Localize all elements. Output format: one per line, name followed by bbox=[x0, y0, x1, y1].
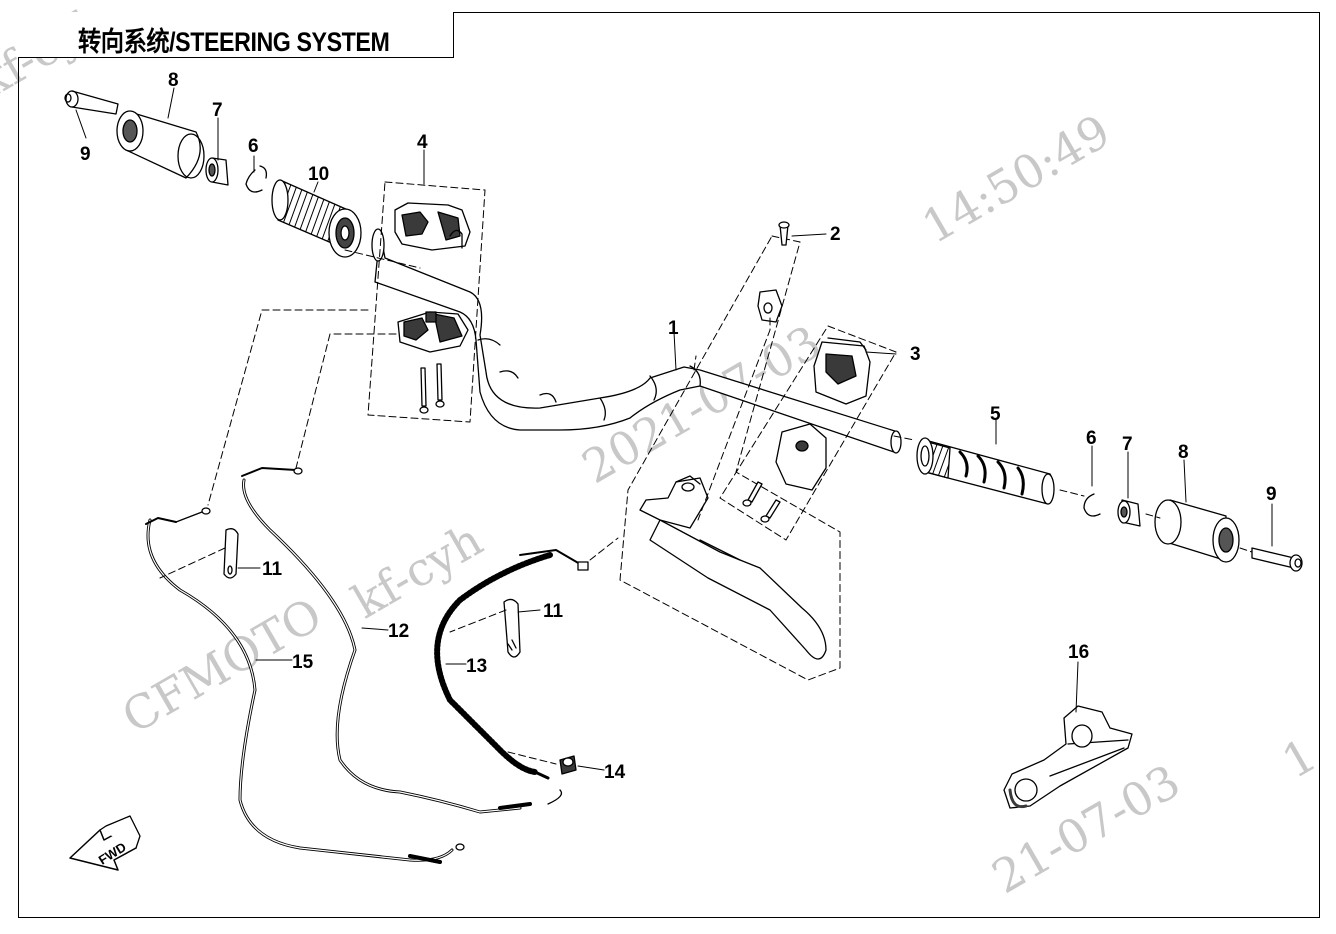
callout-8-right: 8 bbox=[1178, 442, 1189, 463]
page-title: 转向系统/STEERING SYSTEM bbox=[78, 27, 390, 57]
callout-7-left: 7 bbox=[212, 100, 223, 121]
lever-group bbox=[619, 221, 841, 681]
callout-12: 12 bbox=[388, 621, 409, 642]
callout-11-right: 11 bbox=[543, 601, 564, 622]
end-bolt-right bbox=[1251, 547, 1303, 572]
switch-housing-right bbox=[719, 325, 897, 541]
callout-2: 2 bbox=[830, 224, 841, 245]
throttle-cable-15-inner bbox=[147, 519, 453, 861]
throttle-tube bbox=[271, 179, 362, 258]
fwd-arrow bbox=[69, 815, 141, 871]
callout-5: 5 bbox=[990, 404, 1001, 425]
circlip-right bbox=[1083, 493, 1101, 517]
callout-13: 13 bbox=[466, 656, 487, 677]
end-bolt-left bbox=[64, 90, 119, 115]
callout-9-right: 9 bbox=[1266, 484, 1277, 505]
drawing-frame bbox=[18, 12, 1320, 918]
bar-end-weight-right bbox=[1154, 499, 1240, 563]
callout-6-right: 6 bbox=[1086, 428, 1097, 449]
callout-14: 14 bbox=[604, 762, 626, 783]
spacer-left bbox=[205, 157, 229, 186]
callout-10: 10 bbox=[308, 164, 329, 185]
bar-end-weight-left bbox=[116, 110, 205, 179]
callout-6-left: 6 bbox=[248, 136, 259, 157]
callout-8-left: 8 bbox=[168, 70, 179, 91]
callout-1: 1 bbox=[668, 318, 679, 339]
callout-3: 3 bbox=[910, 344, 921, 365]
cable-tie-right bbox=[503, 598, 521, 658]
throttle-cable-15 bbox=[146, 518, 454, 862]
brake-hose-13 bbox=[434, 552, 553, 775]
throttle-cable-12-inner bbox=[242, 479, 521, 813]
callout-11-left: 11 bbox=[262, 559, 283, 580]
housing-screws-left bbox=[419, 363, 445, 414]
grip-right bbox=[916, 437, 1055, 505]
hose-clamp bbox=[559, 755, 577, 775]
group-box-4 bbox=[367, 181, 486, 423]
mirror-bracket bbox=[1003, 705, 1133, 809]
throttle-cable-12 bbox=[242, 478, 522, 814]
callout-16: 16 bbox=[1068, 642, 1089, 663]
callout-15: 15 bbox=[292, 652, 314, 673]
spacer-right bbox=[1117, 499, 1141, 527]
title-block: 转向系统/STEERING SYSTEM bbox=[18, 12, 454, 58]
callout-7-right: 7 bbox=[1122, 434, 1133, 455]
callout-9-left: 9 bbox=[80, 144, 91, 165]
throttle-housing-lower bbox=[397, 311, 469, 353]
leader-lines bbox=[75, 87, 1273, 771]
throttle-housing-upper bbox=[394, 202, 471, 251]
handlebar bbox=[371, 228, 902, 454]
callout-4: 4 bbox=[417, 132, 428, 153]
cable-tie-left bbox=[223, 528, 239, 579]
circlip-left bbox=[245, 165, 268, 193]
